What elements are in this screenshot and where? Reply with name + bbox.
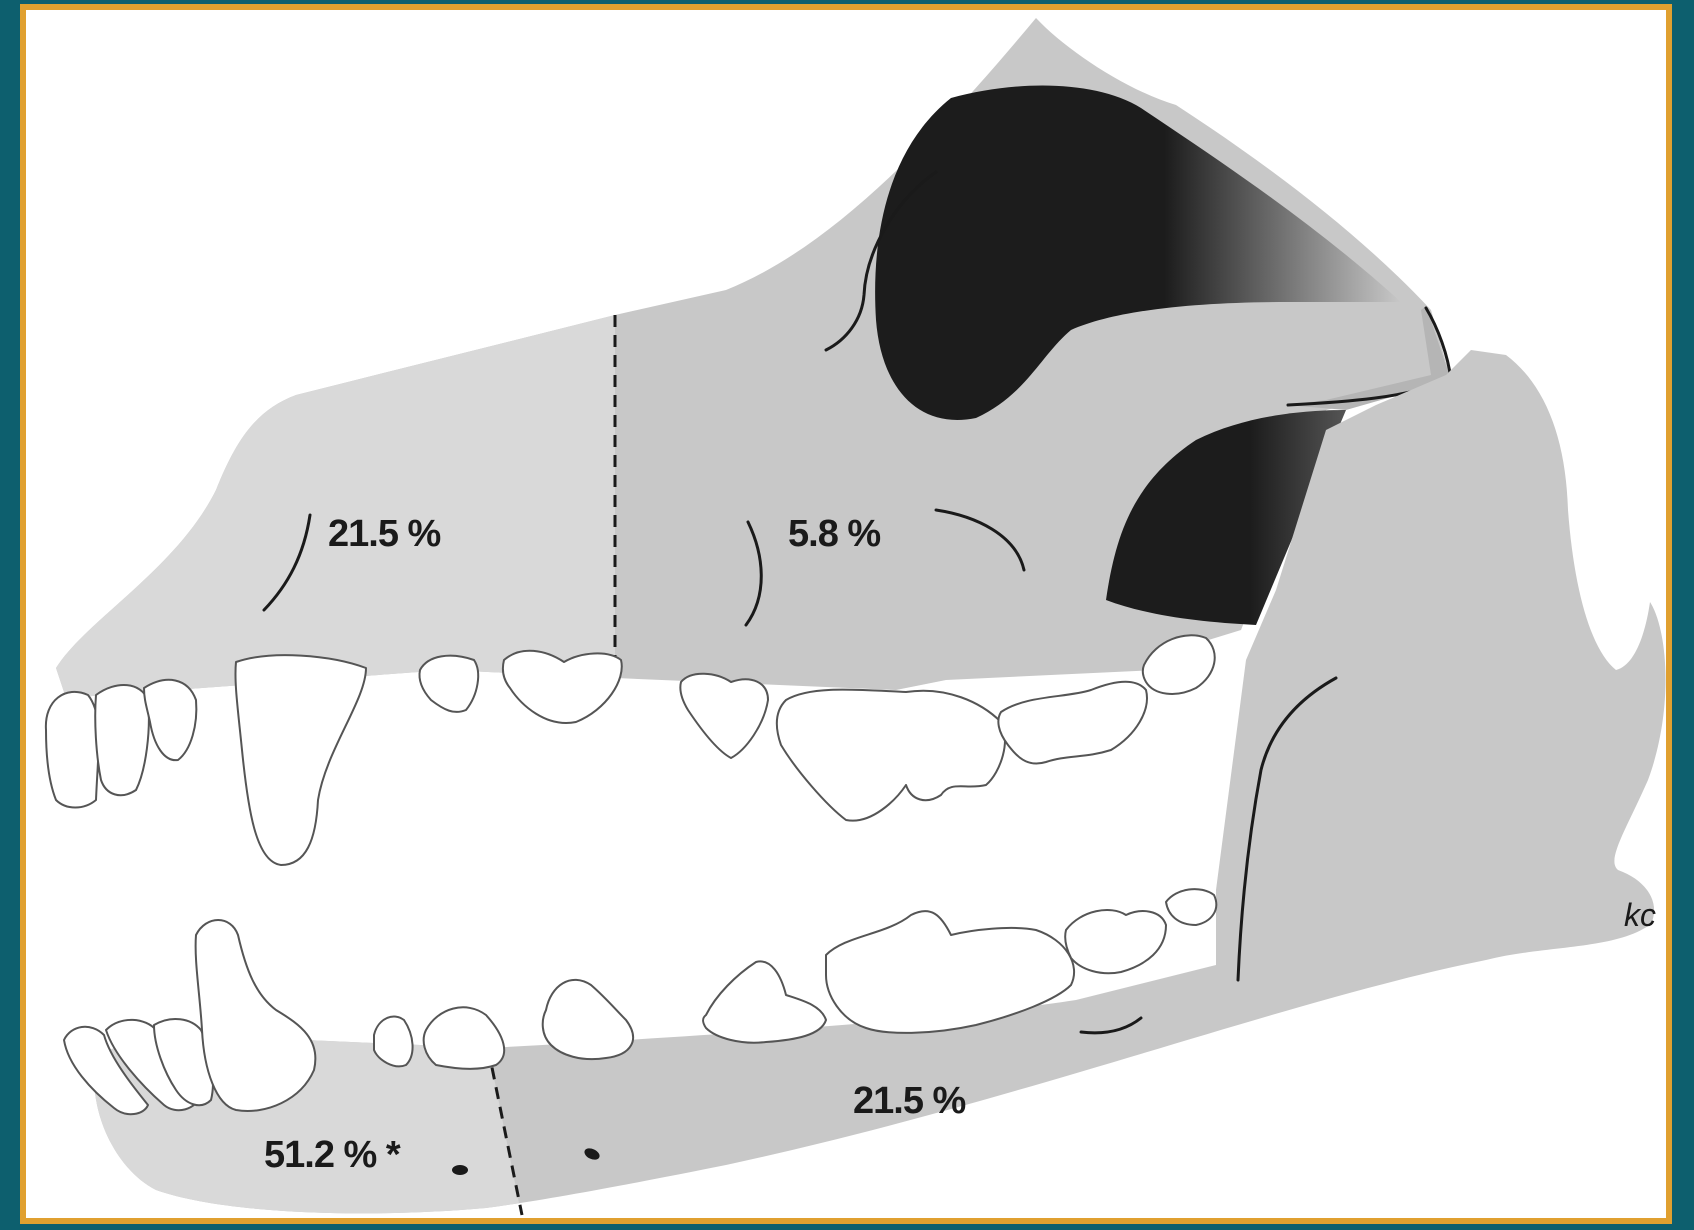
lower-premolar-tooth [374,1016,413,1066]
rostral-mandible-label: 51.2 % * [264,1134,401,1176]
lower-premolar-tooth [543,980,633,1059]
lower-premolar-tooth [703,961,826,1042]
caudal-maxilla-label: 5.8 % [788,513,880,555]
skull-diagram: 21.5 % 5.8 % 21.5 % 51.2 % * kc [26,10,1666,1218]
upper-incisor-tooth [46,692,99,808]
lower-molar-tooth [1166,889,1216,925]
upper-premolar-tooth [419,656,478,712]
rostral-maxilla-label: 21.5 % [328,513,441,555]
upper-incisor-tooth [144,680,196,760]
mental-foramen-rostral [452,1165,468,1175]
upper-molar-tooth [998,682,1147,764]
upper-skull [56,18,1451,698]
upper-canine-tooth [235,655,366,865]
lower-canine-tooth [196,920,316,1111]
upper-premolar-tooth [503,651,622,723]
caudal-mandible-label: 21.5 % [853,1080,966,1122]
artist-credit: kc [1624,897,1656,933]
lower-molar-tooth [1065,910,1166,973]
upper-carnassial-tooth [777,690,1005,821]
diagram-frame: 21.5 % 5.8 % 21.5 % 51.2 % * kc [20,4,1672,1224]
lower-premolar-tooth [424,1007,504,1069]
upper-premolar-tooth [680,674,768,758]
upper-incisor-tooth [95,685,149,795]
